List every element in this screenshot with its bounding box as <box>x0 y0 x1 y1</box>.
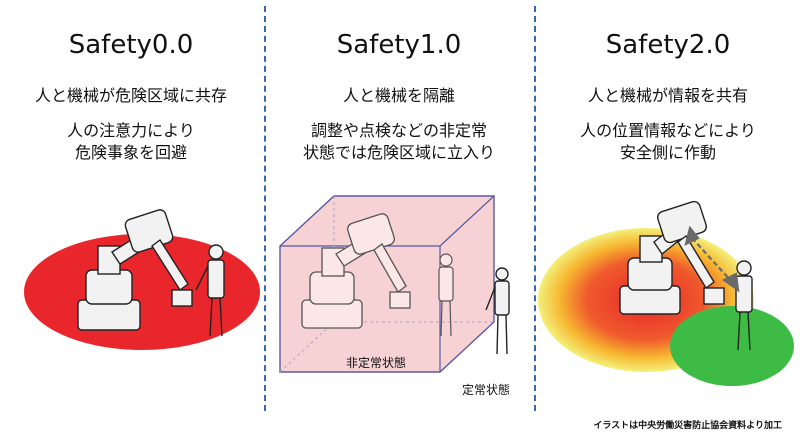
worker-icon <box>485 267 510 355</box>
safe-zone <box>670 306 794 386</box>
outer-label: 定常状態 <box>462 383 511 397</box>
column-safety-0: Safety0.0 人と機械が危険区域に共存 人の注意力により 危険事象を回避 <box>0 0 262 439</box>
information-exchange-arrows-icon <box>684 225 740 293</box>
footnote: イラストは中央労働災害防止協会資料より加工 <box>593 421 782 431</box>
isolation-illustration <box>279 195 510 373</box>
column-title: Safety2.0 <box>605 30 731 60</box>
column-divider <box>534 6 536 411</box>
worker-icon <box>735 260 753 351</box>
column-detail: 人の注意力により 危険事象を回避 <box>67 121 195 162</box>
column-safety-2: Safety2.0 人と機械が情報を共有 人の位置情報などにより 安全側に作動 <box>536 0 800 439</box>
column-detail: 人の位置情報などにより 安全側に作動 <box>580 121 756 162</box>
column-description: 人と機械が危険区域に共存 <box>34 86 227 105</box>
column-description: 人と機械を隔離 <box>342 86 455 105</box>
column-divider <box>264 6 266 411</box>
coexistence-illustration <box>24 209 260 350</box>
worker-icon <box>438 253 454 337</box>
column-description: 人と機械が情報を共有 <box>587 86 748 105</box>
column-detail: 調整や点検などの非定常 状態では危険区域に立入り <box>302 121 495 162</box>
information-sharing-illustration <box>538 200 794 386</box>
column-title: Safety1.0 <box>336 30 462 60</box>
robot-arm-icon <box>301 213 411 329</box>
inner-label: 非定常状態 <box>346 356 407 370</box>
robot-arm-icon <box>619 200 725 315</box>
column-safety-1: Safety1.0 人と機械を隔離 調整や点検などの非定常 状態では危険区域に立… <box>266 0 532 439</box>
worker-icon <box>195 244 225 337</box>
column-title: Safety0.0 <box>68 30 194 60</box>
robot-arm-icon <box>77 209 193 331</box>
